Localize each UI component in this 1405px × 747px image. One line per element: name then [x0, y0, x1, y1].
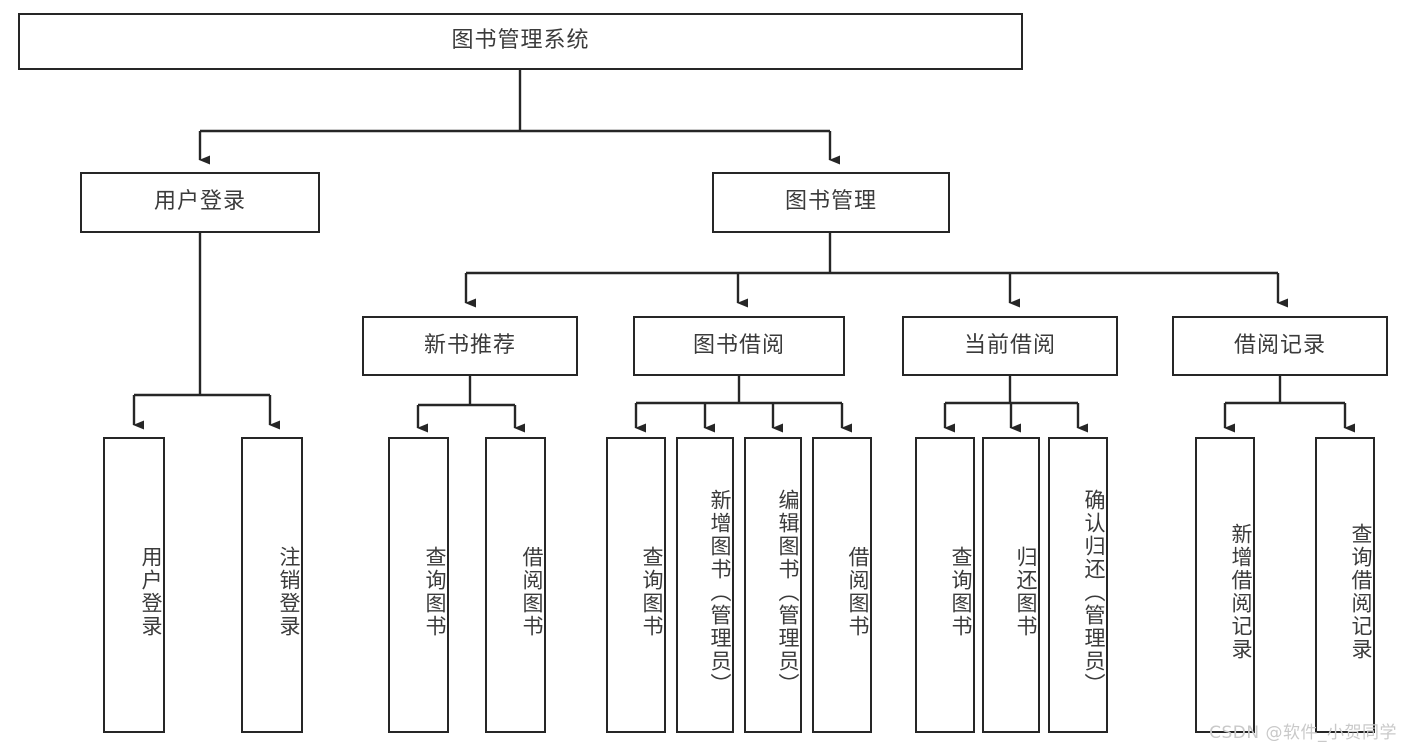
leaf-borrow-query-book[interactable]: 查询图书 — [606, 437, 666, 733]
node-label: 编辑图书（管理员） — [776, 488, 800, 696]
node-new-book-recommend[interactable]: 新书推荐 — [362, 316, 578, 376]
leaf-user-login-logout[interactable]: 注销登录 — [241, 437, 303, 733]
node-label: 借阅图书 — [520, 546, 544, 638]
leaf-records-add-record[interactable]: 新增借阅记录 — [1195, 437, 1255, 733]
node-label: 借阅记录 — [1233, 332, 1326, 358]
node-label: 用户登录 — [139, 546, 163, 638]
node-label: 查询图书 — [640, 546, 664, 638]
leaf-recommend-borrow-book[interactable]: 借阅图书 — [485, 437, 546, 733]
node-label: 借阅图书 — [846, 546, 870, 638]
leaf-records-query-record[interactable]: 查询借阅记录 — [1315, 437, 1375, 733]
node-label: 查询借阅记录 — [1349, 523, 1373, 661]
node-root-system[interactable]: 图书管理系统 — [18, 13, 1023, 70]
node-label: 确认归还（管理员） — [1082, 488, 1106, 696]
node-label: 新书推荐 — [423, 332, 516, 358]
node-label: 图书借阅 — [692, 332, 785, 358]
node-book-management[interactable]: 图书管理 — [712, 172, 950, 233]
node-label: 用户登录 — [153, 189, 246, 215]
node-borrow-records[interactable]: 借阅记录 — [1172, 316, 1388, 376]
node-label: 查询图书 — [949, 546, 973, 638]
leaf-borrow-add-book-admin[interactable]: 新增图书（管理员） — [676, 437, 734, 733]
node-label: 图书管理 — [784, 189, 877, 215]
leaf-borrow-edit-book-admin[interactable]: 编辑图书（管理员） — [744, 437, 802, 733]
node-label: 新增图书（管理员） — [708, 488, 732, 696]
leaf-borrow-borrow-book[interactable]: 借阅图书 — [812, 437, 872, 733]
node-label: 查询图书 — [423, 546, 447, 638]
node-current-borrow[interactable]: 当前借阅 — [902, 316, 1118, 376]
node-label: 归还图书 — [1014, 546, 1038, 638]
node-label: 图书管理系统 — [451, 28, 590, 54]
node-user-login[interactable]: 用户登录 — [80, 172, 320, 233]
leaf-user-login-login[interactable]: 用户登录 — [103, 437, 165, 733]
leaf-current-return-book[interactable]: 归还图书 — [982, 437, 1040, 733]
leaf-recommend-query-book[interactable]: 查询图书 — [388, 437, 449, 733]
leaf-current-query-book[interactable]: 查询图书 — [915, 437, 975, 733]
leaf-current-confirm-return-admin[interactable]: 确认归还（管理员） — [1048, 437, 1108, 733]
node-label: 当前借阅 — [963, 332, 1056, 358]
node-label: 新增借阅记录 — [1229, 523, 1253, 661]
node-label: 注销登录 — [277, 546, 301, 638]
node-book-borrow[interactable]: 图书借阅 — [633, 316, 845, 376]
